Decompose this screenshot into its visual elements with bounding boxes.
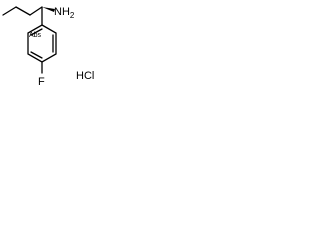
chemical-structure: NH2 Abs F HCl [2, 6, 94, 88]
bond-c2-c3 [15, 6, 31, 16]
ring-double-bond-3 [30, 28, 43, 36]
fluorine-label: F [38, 76, 45, 88]
stereo-abs-label: Abs [29, 32, 42, 39]
bond-c3-stereocenter [29, 6, 43, 16]
amine-label: NH2 [54, 6, 75, 20]
hcl-salt-label: HCl [76, 70, 94, 82]
bond-c1-c2 [2, 6, 17, 16]
ring-double-bond-2 [30, 51, 43, 59]
benzene-ring [27, 24, 57, 63]
wedge-bond-amine [42, 7, 55, 12]
